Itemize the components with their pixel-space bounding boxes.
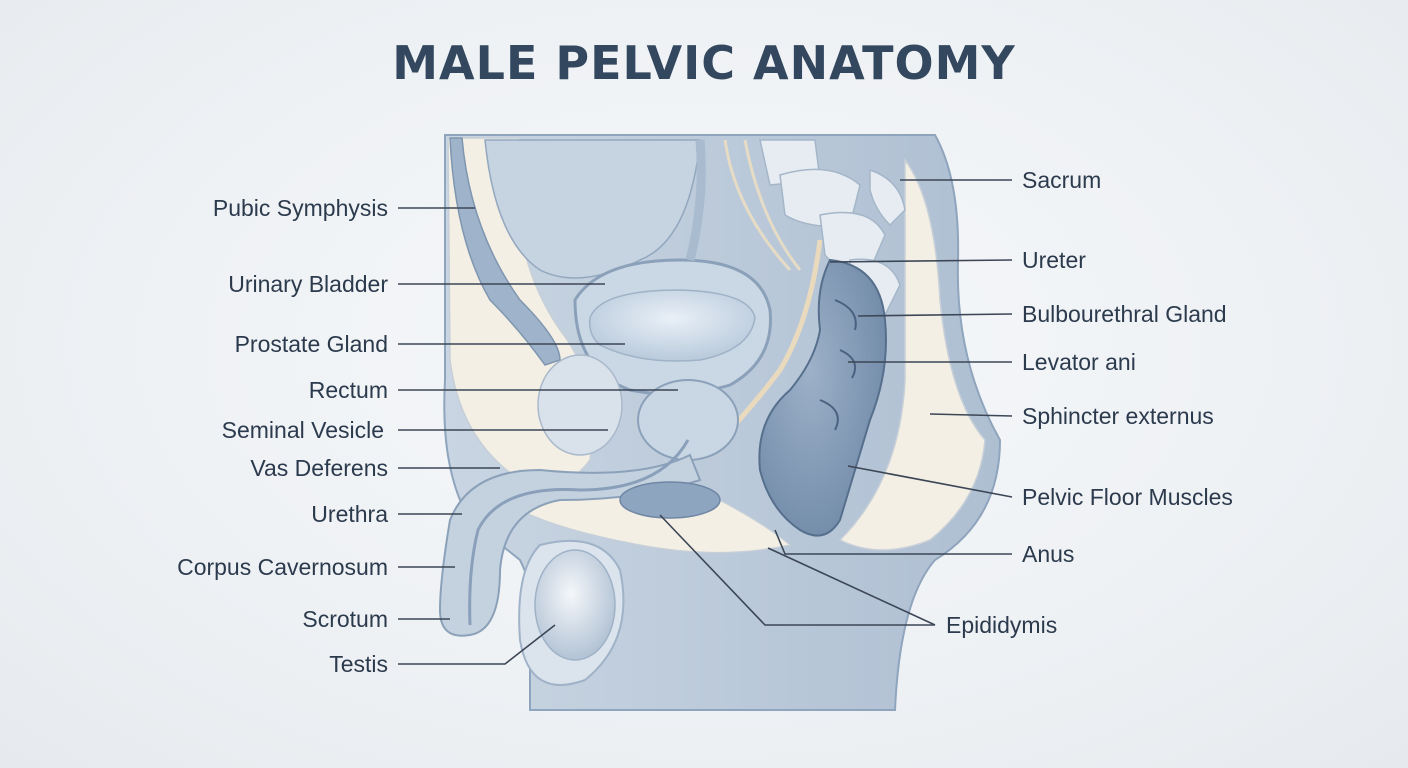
abdominal-cavity bbox=[484, 139, 701, 279]
diagram-title: MALE PELVIC ANATOMY bbox=[392, 36, 1016, 90]
urethra-tube bbox=[468, 439, 690, 626]
label-testis: Testis bbox=[329, 651, 388, 677]
label-sacrum: Sacrum bbox=[1022, 167, 1101, 193]
ureter-tube bbox=[685, 139, 706, 262]
label-levator-ani: Levator ani bbox=[1022, 349, 1136, 375]
bladder-lumen bbox=[588, 289, 756, 362]
label-urinary-bladder: Urinary Bladder bbox=[228, 271, 388, 297]
label-corpus-cavernosum: Corpus Cavernosum bbox=[177, 554, 388, 580]
label-seminal-vesicle: Seminal Vesicle bbox=[222, 417, 384, 443]
label-ureter: Ureter bbox=[1022, 247, 1086, 273]
abdominal-wall bbox=[449, 137, 561, 366]
penis-shaft bbox=[438, 453, 702, 637]
label-rectum: Rectum bbox=[309, 377, 388, 403]
label-pubic-symphysis: Pubic Symphysis bbox=[213, 195, 388, 221]
label-anus: Anus bbox=[1022, 541, 1074, 567]
label-urethra: Urethra bbox=[311, 501, 388, 527]
seminal-vesicle-organ bbox=[537, 354, 623, 456]
label-vas-deferens: Vas Deferens bbox=[250, 455, 388, 481]
label-epididymis: Epididymis bbox=[946, 612, 1057, 638]
posterior-fat-tissue bbox=[838, 157, 986, 551]
prostate-organ bbox=[637, 379, 739, 461]
leader-lines bbox=[398, 179, 1013, 665]
label-pelvic-floor-muscles: Pelvic Floor Muscles bbox=[1022, 484, 1233, 510]
nerve-strands bbox=[723, 139, 802, 272]
testis-organ bbox=[534, 549, 616, 661]
label-sphincter-externus: Sphincter externus bbox=[1022, 403, 1214, 429]
label-prostate-gland: Prostate Gland bbox=[235, 331, 388, 357]
vas-deferens-tube bbox=[718, 239, 823, 442]
bulb-of-penis bbox=[619, 481, 721, 519]
label-scrotum: Scrotum bbox=[302, 606, 388, 632]
label-bulbourethral-gland: Bulbourethral Gland bbox=[1022, 301, 1227, 327]
